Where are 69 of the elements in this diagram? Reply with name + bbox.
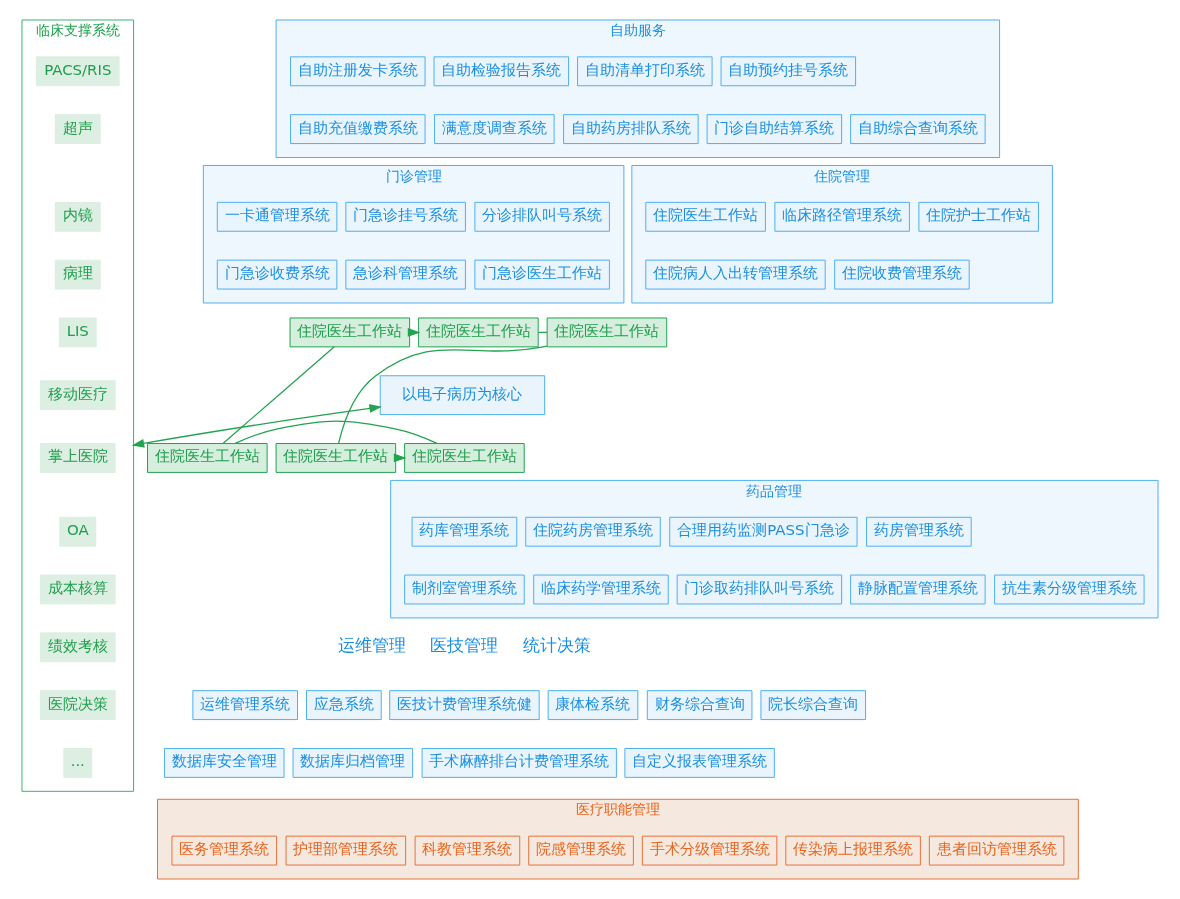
connector [222,346,335,444]
node-box: 手术分级管理系统 [641,835,778,866]
node-box: 应急系统 [306,690,382,721]
node-box: 住院医生工作站 [645,201,766,232]
node-box: 以电子病历为核心 [379,375,546,416]
node-box: 自助预约挂号系统 [720,56,857,87]
node-box: 一卡通管理系统 [216,201,338,232]
node-box: PACS/RIS [35,56,120,87]
node-box: 掌上医院 [39,443,116,473]
node-box: 门急诊医生工作站 [474,259,610,290]
node-box: 科教管理系统 [414,835,521,866]
node-box: 住院医生工作站 [546,317,668,348]
label: 医技管理 [430,635,499,656]
node-box: 满意度调查系统 [434,114,555,145]
node-box: 自助综合查询系统 [850,114,986,145]
node-box: 自助注册发卡系统 [290,56,426,87]
node-box: 护理部管理系统 [285,835,407,866]
node-box: 临床路径管理系统 [774,201,910,232]
node-box: 运维管理系统 [192,690,298,721]
node-box: 住院收费管理系统 [834,259,970,290]
node-box: 数据库安全管理 [163,747,285,778]
node-box: 门急诊收费系统 [216,259,338,290]
label: 运维管理 [337,635,406,656]
node-box: 药房管理系统 [866,516,972,547]
node-box: 门急诊挂号系统 [345,201,466,232]
node-box: 急诊科管理系统 [345,259,466,290]
node-box: 分诊排队叫号系统 [474,201,610,232]
node-box: LIS [58,317,97,348]
node-box: 门诊自助结算系统 [706,114,843,145]
node-box: 病理 [54,259,101,290]
node-box: ... [63,747,93,778]
node-box: 住院医生工作站 [404,443,525,473]
node-box: 制剂室管理系统 [404,574,525,605]
node-box: 住院护士工作站 [918,201,1039,232]
node-box: 财务综合查询 [646,690,753,721]
node-box: 住院医生工作站 [418,317,539,348]
node-box: 合理用药监测PASS门急诊 [669,516,858,547]
node-box: 住院医生工作站 [147,443,268,473]
node-box: 院长综合查询 [760,690,867,721]
node-box: 成本核算 [39,574,116,605]
node-box: 住院病人入出转管理系统 [645,259,826,290]
node-box: 自定义报表管理系统 [624,747,775,778]
node-box: 医院决策 [39,690,116,721]
node-box: 数据库归档管理 [292,747,414,778]
node-box: 自助充值缴费系统 [290,114,426,145]
node-box: 自助检验报告系统 [433,56,570,87]
node-box: 传染病上报理系统 [785,835,921,866]
node-box: 抗生素分级管理系统 [994,574,1145,605]
node-box: 静脉配置管理系统 [850,574,986,605]
node-box: 超声 [54,114,101,145]
node-box: 绩效考核 [39,632,116,663]
node-box: 门诊取药排队叫号系统 [676,574,843,605]
node-box: OA [59,516,97,547]
node-box: 移动医疗 [39,380,116,411]
node-box: 住院药房管理系统 [525,516,661,547]
node-box: 医务管理系统 [171,835,278,866]
node-box: 医技计费管理系统健 [389,690,540,721]
node-box: 临床药学管理系统 [533,574,669,605]
label: 统计决策 [523,635,592,656]
node-box: 院感管理系统 [528,835,634,866]
node-box: 自助清单打印系统 [577,56,713,87]
connector [234,420,438,445]
node-box: 自助药房排队系统 [563,114,699,145]
node-box: 药库管理系统 [411,516,518,547]
arrow [131,404,382,448]
node-box: 内镜 [54,201,101,232]
node-box: 患者回访管理系统 [928,835,1065,866]
node-box: 手术麻醉排台计费管理系统 [421,747,617,778]
node-box: 康体检系统 [547,690,639,721]
